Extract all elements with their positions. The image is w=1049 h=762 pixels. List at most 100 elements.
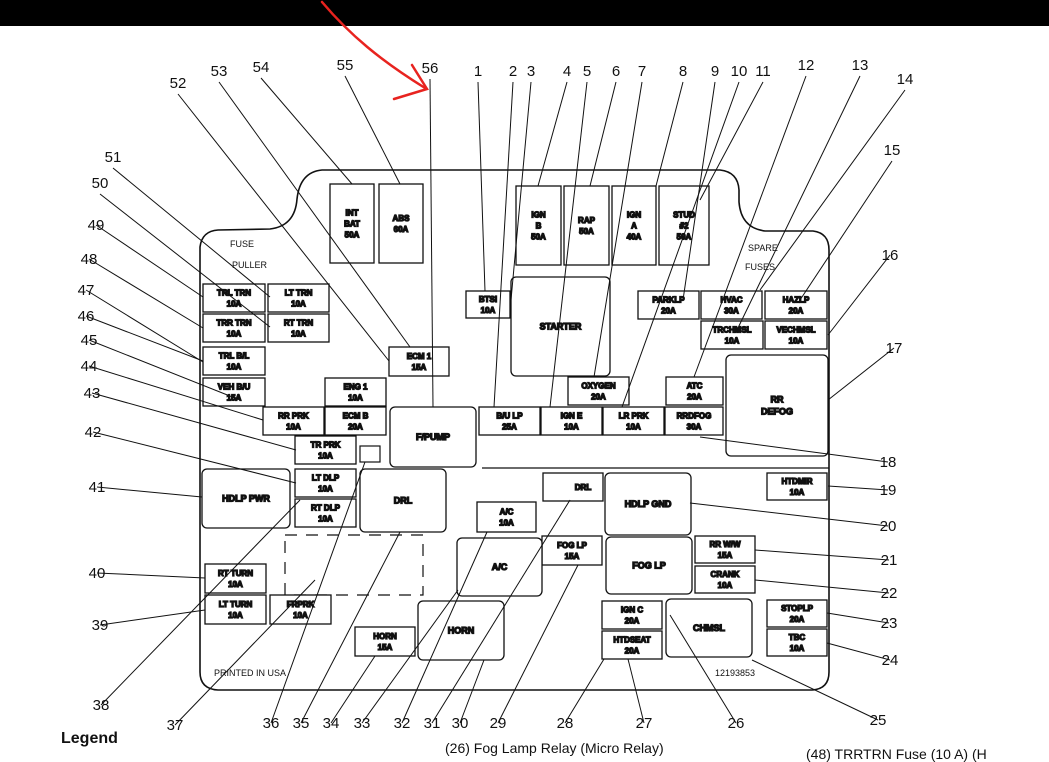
component-drl: DRL	[359, 468, 447, 533]
callout-number-44: 44	[81, 358, 98, 375]
component-label: OXYGEN	[581, 381, 615, 390]
component-box	[204, 563, 267, 594]
component-label: A/C	[500, 507, 514, 516]
part-number: 12193853	[715, 668, 755, 678]
callout-number-45: 45	[81, 332, 98, 349]
component-label: B/U LP	[496, 411, 523, 420]
leader-line-19	[827, 485, 889, 491]
red-arrow-annotation	[320, 0, 429, 101]
component-horn: HORN	[417, 600, 505, 661]
component-box	[359, 468, 447, 533]
leader-line-31	[431, 499, 571, 724]
component-box	[267, 283, 330, 313]
component-label: 10A	[293, 611, 308, 620]
component-label: RT TRN	[284, 318, 314, 327]
leader-line-33	[361, 589, 459, 724]
component-label: HORN	[448, 626, 475, 636]
leader-line-30	[459, 659, 485, 724]
component-label: HORN	[373, 632, 397, 641]
component-box	[567, 376, 630, 406]
component-label: LT TRN	[285, 288, 313, 297]
component-label: RT TURN	[218, 569, 253, 578]
callout-number-41: 41	[89, 479, 106, 496]
component-label: 20A	[661, 306, 676, 315]
component-label: STUD	[673, 210, 695, 219]
component-box	[541, 535, 603, 566]
callout-number-16: 16	[882, 247, 899, 264]
leader-line-12	[693, 75, 807, 378]
fuse-puller-text-1: FUSE	[230, 239, 254, 249]
component-label: DRL	[575, 483, 592, 492]
component-label: 20A	[790, 615, 805, 624]
component-box	[766, 599, 828, 628]
callout-number-3: 3	[527, 63, 535, 80]
component-box	[766, 472, 828, 501]
callout-number-7: 7	[638, 63, 646, 80]
component-label: ABS	[393, 214, 411, 223]
component-box	[694, 565, 756, 594]
component-box	[294, 468, 357, 498]
leader-line-11	[699, 81, 764, 201]
leader-line-18	[699, 436, 889, 463]
component-label: LT TURN	[219, 600, 253, 609]
callout-number-35: 35	[293, 715, 310, 732]
leader-line-37	[174, 579, 316, 726]
component-box	[602, 406, 665, 436]
component-label: 10A	[725, 336, 740, 345]
component-label: 10A	[348, 393, 363, 402]
component-drl: DRL	[542, 472, 604, 502]
leader-line-54	[260, 77, 353, 185]
component-label: 10A	[790, 644, 805, 653]
component-label: 15A	[378, 643, 393, 652]
component-label: 50A	[677, 232, 692, 241]
component-label: HTDMIR	[781, 477, 812, 486]
leader-line-35	[300, 531, 401, 724]
component-label: HDLP PWR	[222, 494, 270, 504]
callout-number-36: 36	[263, 715, 280, 732]
leader-line-9	[682, 81, 716, 301]
callout-number-18: 18	[880, 454, 897, 471]
component-box	[665, 376, 724, 406]
leader-line-40	[96, 572, 206, 579]
leader-line-36	[270, 461, 366, 724]
leader-line-8	[655, 81, 684, 187]
component-box	[204, 594, 267, 625]
leader-line-45	[88, 339, 241, 401]
leader-line-28	[564, 658, 605, 724]
component-box	[601, 630, 663, 660]
callout-number-56: 56	[422, 60, 439, 77]
component-label: ECM B	[343, 411, 369, 420]
callout-number-55: 55	[337, 57, 354, 74]
component-box	[201, 468, 291, 529]
callout-number-20: 20	[880, 518, 897, 535]
callout-number-30: 30	[452, 715, 469, 732]
leader-line-47	[85, 289, 204, 363]
component-label: 10A	[227, 329, 242, 338]
component-box	[664, 406, 724, 436]
callout-number-32: 32	[394, 715, 411, 732]
leader-line-41	[96, 486, 203, 498]
component-label: LR PRK	[619, 411, 649, 420]
component-label: 15A	[412, 363, 427, 372]
legend-item-26: (26) Fog Lamp Relay (Micro Relay)	[445, 740, 664, 756]
component-label: DRL	[394, 496, 413, 506]
component-label: ATC	[687, 381, 703, 390]
component-label: 15A	[718, 551, 733, 560]
